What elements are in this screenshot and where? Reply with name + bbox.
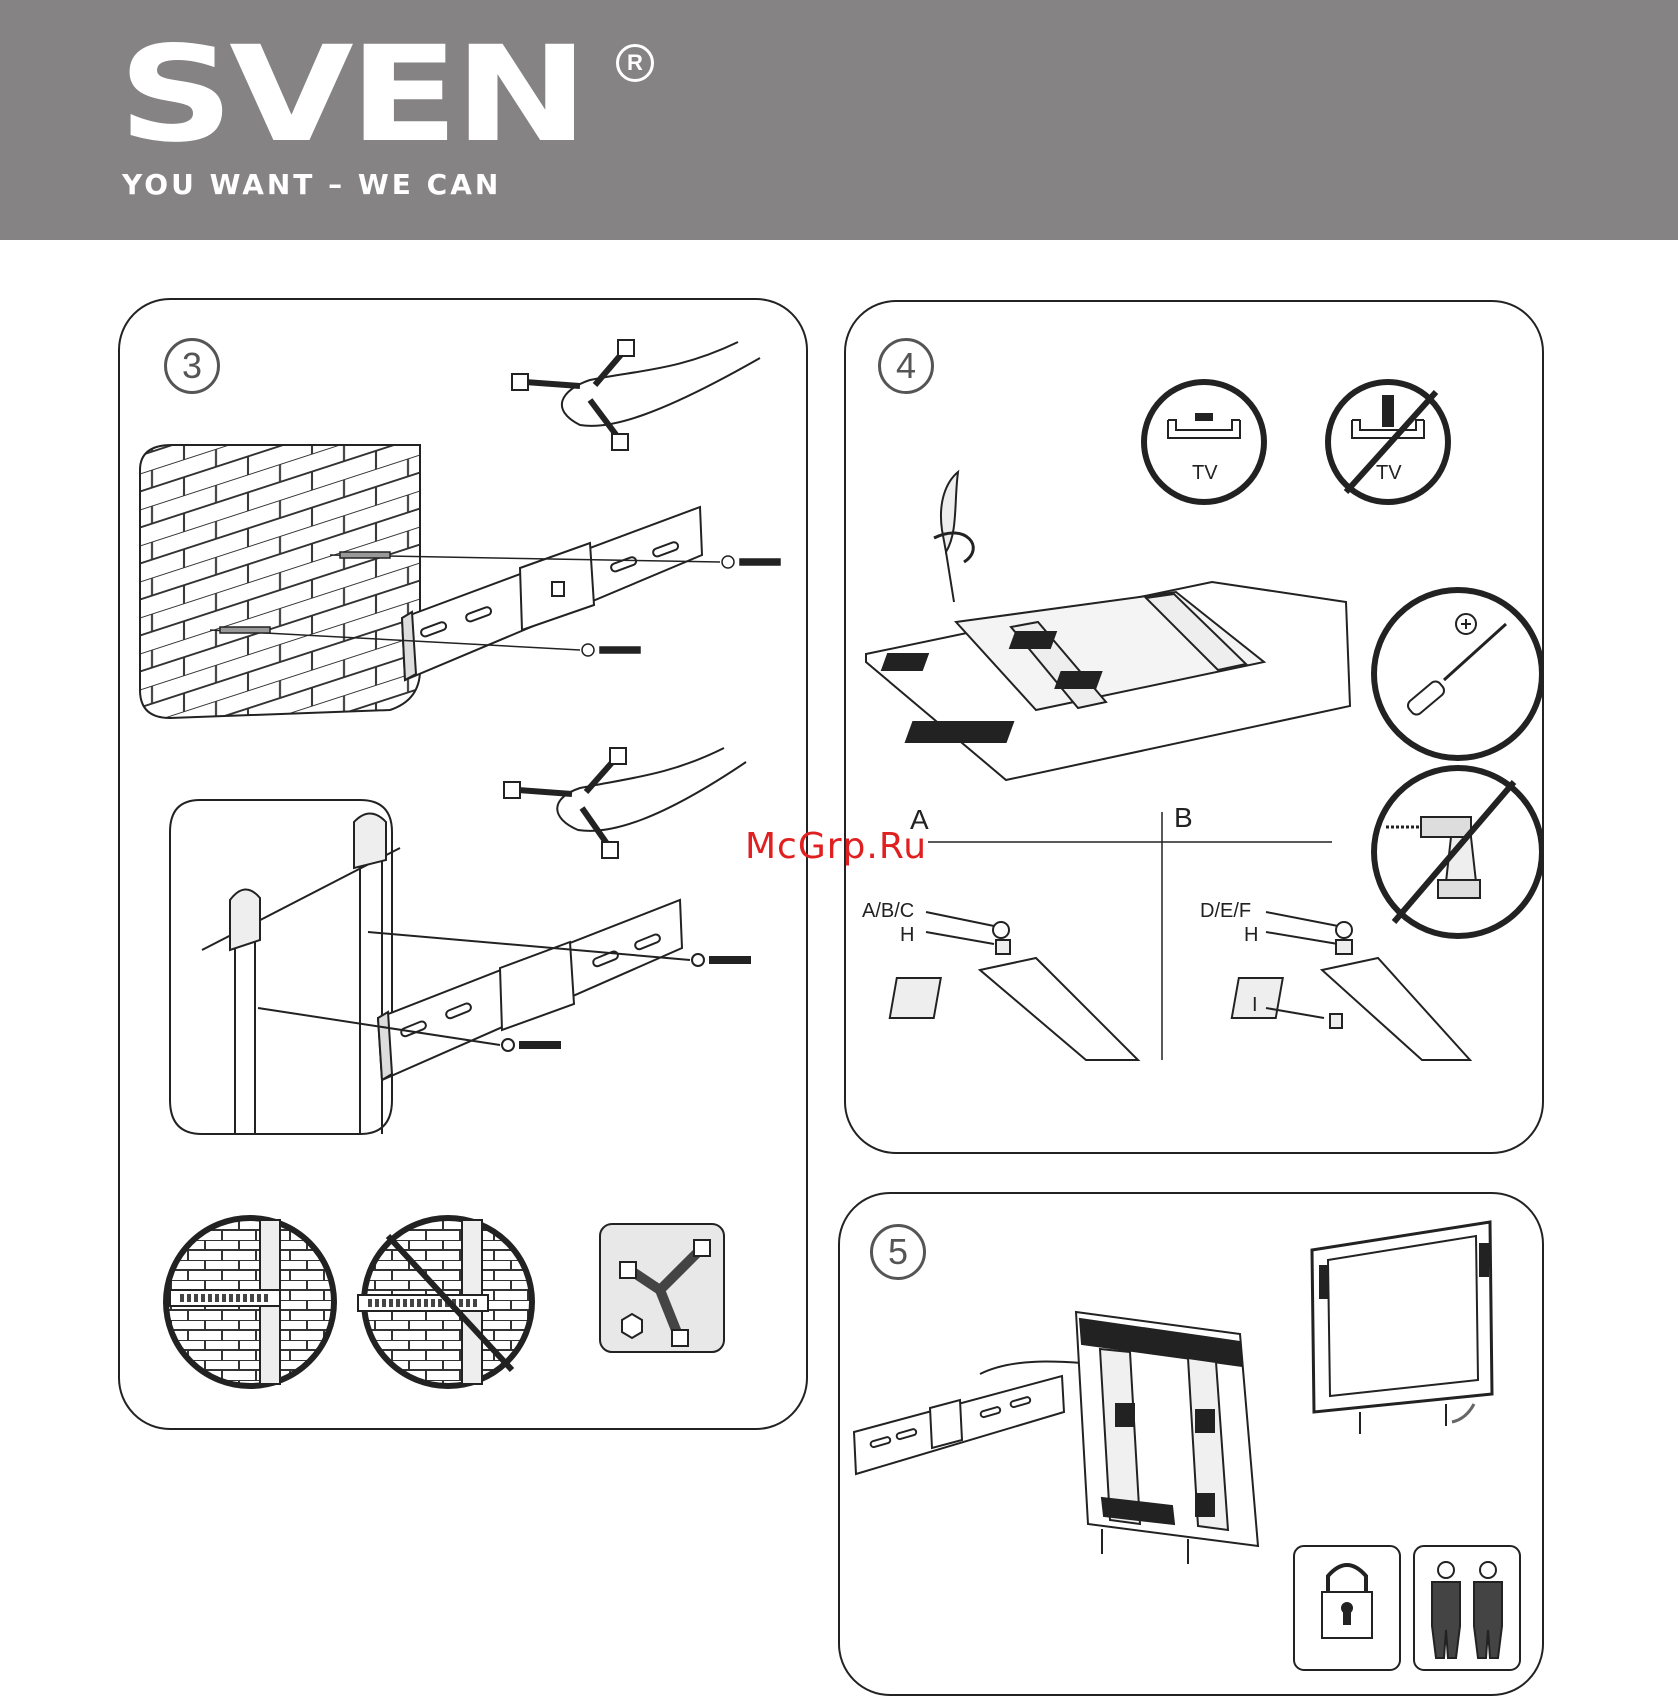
two-persons-icon [1414,1546,1520,1670]
brand-logo: SVEN [118,30,584,160]
label-def: D/E/F [1200,900,1251,923]
y-wrench-tool-icon [600,1224,724,1352]
label-i: I [1252,994,1258,1017]
label-h-b: H [1244,924,1258,947]
step-3-panel: 3 [118,298,808,1430]
anchor-correct-icon [166,1218,334,1386]
step-5-illustration [840,1194,1542,1694]
brick-wall-icon [140,445,420,718]
tv-label-correct: TV [1192,462,1218,485]
label-abc: A/B/C [862,900,914,923]
section-divider [928,812,1332,1060]
mount-rail-icon [854,1362,1100,1475]
step-4-panel: 4 [844,300,1544,1154]
wood-stud-wall-icon [170,800,400,1134]
anchor-wrong-icon [358,1218,532,1386]
label-h-a: H [900,924,914,947]
wall-rail-icon [402,507,702,680]
tv-back-icon [866,582,1350,780]
bracket-a-icon [890,912,1138,1060]
section-b-label: B [1174,802,1193,834]
hand-wrench-icon [512,340,760,450]
header-banner: SVEN R YOU WANT – WE CAN [0,0,1678,240]
watermark-text: McGrp.Ru [745,826,927,867]
registered-mark: R [616,44,654,82]
step-4-illustration [846,302,1542,1152]
tv-front-icon [1312,1222,1492,1434]
tv-label-wrong: TV [1376,462,1402,485]
step-3-illustration [120,300,806,1428]
hand-wrench-icon-2 [504,748,746,858]
drill-wrong-icon [1374,768,1542,936]
brand-slogan: YOU WANT – WE CAN [122,168,501,201]
lock-icon [1294,1546,1400,1670]
hand-screwdriver-icon [934,472,973,602]
step-5-panel: 5 [838,1192,1544,1696]
screwdriver-tool-icon [1374,590,1542,758]
tv-back-upright-icon [1076,1312,1258,1564]
